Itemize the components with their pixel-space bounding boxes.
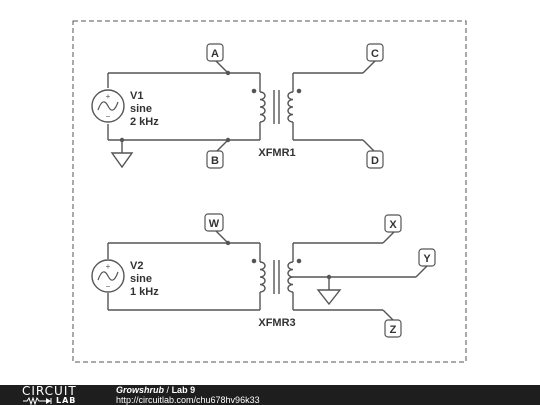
transformer-xfmr3-icon — [251, 258, 302, 294]
logo-wave-icon — [23, 396, 52, 405]
voltage-source-v1-icon: + − — [91, 89, 125, 123]
junction-dot — [225, 137, 231, 143]
port-b[interactable]: B — [206, 150, 224, 169]
junction-dot — [119, 137, 125, 143]
source-v2-freq: 1 kHz — [130, 286, 159, 298]
port-a[interactable]: A — [206, 43, 224, 62]
circuit-xfmr1 — [107, 60, 376, 153]
circuitlab-logo[interactable]: CIRCUIT LAB — [22, 385, 112, 405]
source-v1-freq: 2 kHz — [130, 116, 159, 128]
port-y[interactable]: Y — [418, 248, 436, 267]
circuit-xfmr3 — [107, 230, 428, 322]
ground-icon — [316, 289, 342, 306]
wire — [382, 309, 395, 322]
wire — [362, 139, 376, 153]
voltage-source-v2-icon: + − — [91, 259, 125, 293]
wire — [362, 60, 376, 74]
port-z-label: Z — [390, 324, 397, 336]
junction-dot — [225, 240, 231, 246]
svg-text:−: − — [106, 282, 111, 291]
logo-top-text: CIRCUIT — [22, 384, 77, 398]
source-v2-name: V2 — [130, 260, 143, 272]
port-a-label: A — [211, 48, 219, 60]
ground-icon — [110, 152, 134, 169]
port-c-label: C — [371, 48, 379, 60]
port-w[interactable]: W — [204, 213, 224, 232]
port-z[interactable]: Z — [384, 319, 402, 338]
wire — [215, 60, 229, 74]
port-w-label: W — [209, 218, 220, 230]
port-c[interactable]: C — [366, 43, 384, 62]
xfmr1-label: XFMR1 — [258, 147, 295, 159]
footer-bar: CIRCUIT LAB Growshrub / Lab 9 http://cir… — [0, 385, 540, 405]
port-x-label: X — [389, 219, 397, 231]
wire — [382, 231, 395, 244]
xfmr3-label: XFMR3 — [258, 317, 295, 329]
transformer-xfmr1-icon — [251, 88, 302, 124]
svg-text:+: + — [106, 92, 111, 101]
port-x[interactable]: X — [384, 214, 402, 233]
junction-dot — [225, 70, 231, 76]
schematic-canvas: + − V1 sine 2 kHz XFMR1 A B C D — [72, 20, 467, 363]
credit-separator: / — [166, 385, 170, 395]
port-b-label: B — [211, 155, 219, 167]
source-v1-type: sine — [130, 103, 152, 115]
dashed-boundary — [72, 20, 467, 363]
port-d-label: D — [371, 155, 379, 167]
source-v1-name: V1 — [130, 90, 143, 102]
project-url[interactable]: http://circuitlab.com/chu678hv96k33 — [116, 395, 260, 405]
source-v2-type: sine — [130, 273, 152, 285]
wire — [215, 230, 229, 244]
svg-text:−: − — [106, 112, 111, 121]
port-y-label: Y — [423, 253, 431, 265]
author-name[interactable]: Growshrub — [116, 385, 165, 395]
junction-dot — [326, 274, 332, 280]
wire — [215, 139, 229, 153]
project-title: Lab 9 — [171, 385, 196, 395]
logo-bottom-text: LAB — [56, 396, 77, 405]
port-d[interactable]: D — [366, 150, 384, 169]
wire — [415, 265, 428, 278]
svg-text:+: + — [106, 262, 111, 271]
project-credit: Growshrub / Lab 9 — [116, 386, 195, 395]
